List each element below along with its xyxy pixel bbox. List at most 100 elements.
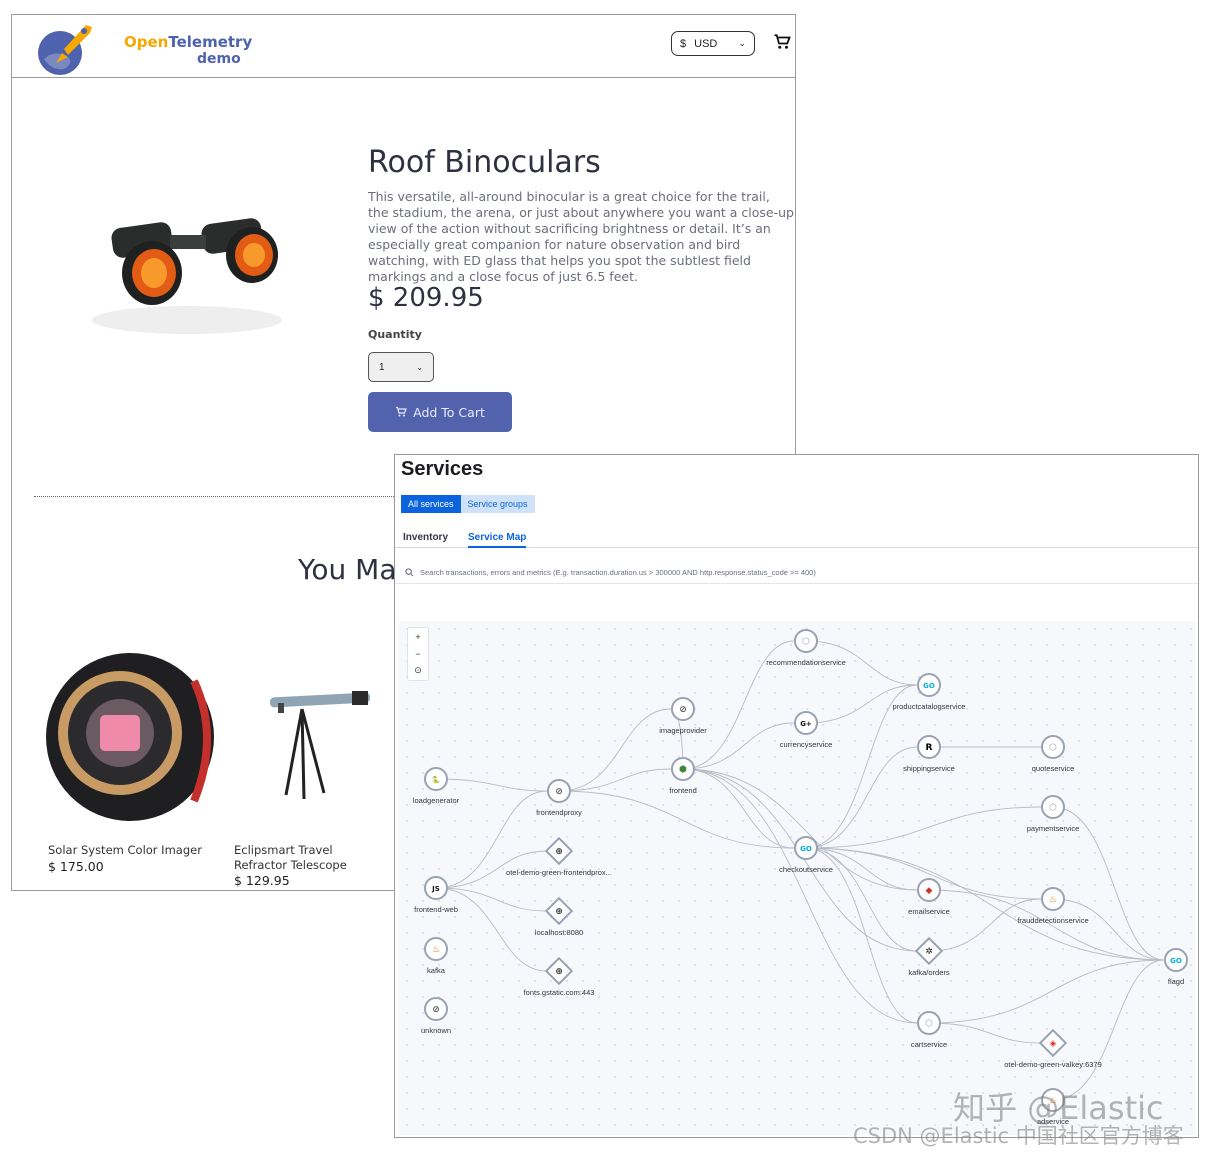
hexagon-icon: ⬡ xyxy=(1049,803,1057,813)
service-node-shape xyxy=(1164,948,1188,972)
service-node[interactable]: ⬡ recommendationservice xyxy=(766,629,846,667)
service-node[interactable]: ⊕otel-demo-green-frontendprox... xyxy=(506,836,612,877)
service-node-shape xyxy=(671,757,695,781)
add-to-cart-button[interactable]: Add To Cart xyxy=(368,392,512,432)
service-edge xyxy=(558,708,672,792)
service-node-shape xyxy=(1041,795,1065,819)
color-imager-image[interactable] xyxy=(44,651,224,831)
page-title: Services xyxy=(401,458,484,480)
cpp-icon: G+ xyxy=(800,720,812,728)
quantity-value: 1 xyxy=(379,361,385,373)
service-node-shape xyxy=(544,896,574,926)
java-icon: ♨ xyxy=(432,945,440,955)
service-edge xyxy=(928,959,1165,1024)
go-icon: GO xyxy=(800,845,812,853)
service-node-label: fonts.gstatic.com:443 xyxy=(524,988,595,997)
service-node[interactable]: ♨ kafka xyxy=(424,937,448,975)
globe-icon: ⊕ xyxy=(555,907,563,917)
service-map-graph: ⬡ recommendationserviceGOproductcatalogse… xyxy=(413,629,1188,1126)
service-node[interactable]: ⊕fonts.gstatic.com:443 xyxy=(524,956,595,997)
service-node[interactable]: ⊘frontendproxy xyxy=(536,779,582,817)
rec-item-price-2: $ 129.95 xyxy=(234,873,290,888)
tab-all-services[interactable]: All services xyxy=(401,495,461,513)
rec-item-name-2[interactable]: Eclipsmart Travel Refractor Telescope xyxy=(234,843,347,872)
service-node[interactable]: ◆ emailservice xyxy=(908,878,950,916)
service-node[interactable]: ✲kafka/orders xyxy=(908,936,950,977)
service-node[interactable]: GO checkoutservice xyxy=(779,836,833,874)
service-node-label: kafka xyxy=(427,966,446,975)
service-node-shape xyxy=(917,878,941,902)
center-map-button[interactable]: ⊙ xyxy=(414,665,422,675)
service-node-label: localhost:8080 xyxy=(535,928,583,937)
java-icon: ♨ xyxy=(1049,895,1057,905)
kafka-icon: ✲ xyxy=(925,947,933,957)
hexagon-icon: ⬡ xyxy=(1049,743,1057,753)
service-node-label: shippingservice xyxy=(903,764,955,773)
rust-icon: R xyxy=(926,743,933,753)
service-node-label: paymentservice xyxy=(1027,824,1080,833)
service-node-label: frontend xyxy=(669,786,697,795)
service-node[interactable]: ⊕ localhost:8080 xyxy=(535,896,583,937)
recommendations-heading: You May xyxy=(298,553,414,586)
service-edge xyxy=(805,684,918,849)
service-node-shape xyxy=(544,836,574,866)
services-panel: Services All services Service groups Inv… xyxy=(394,454,1199,1138)
cart-icon[interactable] xyxy=(773,33,791,51)
service-node[interactable]: ♨adservice xyxy=(1037,1088,1069,1126)
service-node[interactable]: ⬢frontend xyxy=(669,757,697,795)
service-node[interactable]: ⊘unknown xyxy=(421,997,451,1035)
service-edge xyxy=(805,746,918,849)
js-icon: JS xyxy=(431,885,440,893)
tab-service-groups[interactable]: Service groups xyxy=(460,495,535,513)
service-node-label: frauddetectionservice xyxy=(1017,916,1088,925)
service-node[interactable]: ⬡cartservice xyxy=(911,1011,947,1049)
rec-item-name-1[interactable]: Solar System Color Imager xyxy=(48,843,202,857)
service-node[interactable]: ⬡ paymentservice xyxy=(1027,795,1080,833)
service-node[interactable]: ⊘imageprovider xyxy=(659,697,707,735)
currency-code: USD xyxy=(694,37,718,50)
zoom-in-button[interactable]: + xyxy=(415,631,421,642)
search-input[interactable]: Search transactions, errors and metrics … xyxy=(395,562,1198,584)
globe-icon: ⊕ xyxy=(555,847,563,857)
tab-inventory[interactable]: Inventory xyxy=(403,532,449,543)
service-edge xyxy=(805,806,1042,849)
service-node-label: checkoutservice xyxy=(779,865,833,874)
service-node-label: adservice xyxy=(1037,1117,1069,1126)
cart-icon xyxy=(396,406,407,417)
tab-service-map[interactable]: Service Map xyxy=(468,532,527,548)
telescope-image[interactable] xyxy=(260,675,378,803)
service-node-label: recommendationservice xyxy=(766,658,846,667)
service-node-shape xyxy=(917,673,941,697)
service-node[interactable]: 🐍loadgenerator xyxy=(413,767,460,805)
zoom-controls: + − ⊙ xyxy=(407,627,429,681)
service-node[interactable]: ◈otel-demo-green-valkey:6379 xyxy=(1004,1028,1102,1069)
logo-sub: demo xyxy=(197,51,241,67)
ruby-icon: ◆ xyxy=(926,886,933,896)
hexagon-icon: ⬡ xyxy=(802,637,810,647)
service-node-shape xyxy=(794,711,818,735)
service-node-shape xyxy=(917,1011,941,1035)
service-edge xyxy=(805,847,918,891)
service-node[interactable]: ♨ frauddetectionservice xyxy=(1017,887,1089,925)
service-node-label: emailservice xyxy=(908,907,950,916)
currency-select[interactable]: $ USD ⌄ xyxy=(671,31,755,56)
service-node-shape xyxy=(1041,735,1065,759)
service-edge xyxy=(435,887,548,972)
zoom-out-button[interactable]: − xyxy=(415,648,421,659)
service-node-shape xyxy=(1041,1088,1065,1112)
quantity-select[interactable]: 1 ⌄ xyxy=(368,352,434,382)
service-node-shape xyxy=(424,767,448,791)
service-node[interactable]: G+currencyservice xyxy=(780,711,833,749)
otel-logo[interactable]: OpenTelemetry demo xyxy=(34,19,252,75)
service-node[interactable]: ⬡quoteservice xyxy=(1032,735,1075,773)
service-edge xyxy=(682,768,918,891)
shop-header: OpenTelemetry demo $ USD ⌄ xyxy=(12,15,795,78)
logo-brand-suffix: Telemetry xyxy=(168,33,253,51)
compass-icon: ⊘ xyxy=(679,705,687,715)
service-node-label: otel-demo-green-valkey:6379 xyxy=(1004,1060,1102,1069)
